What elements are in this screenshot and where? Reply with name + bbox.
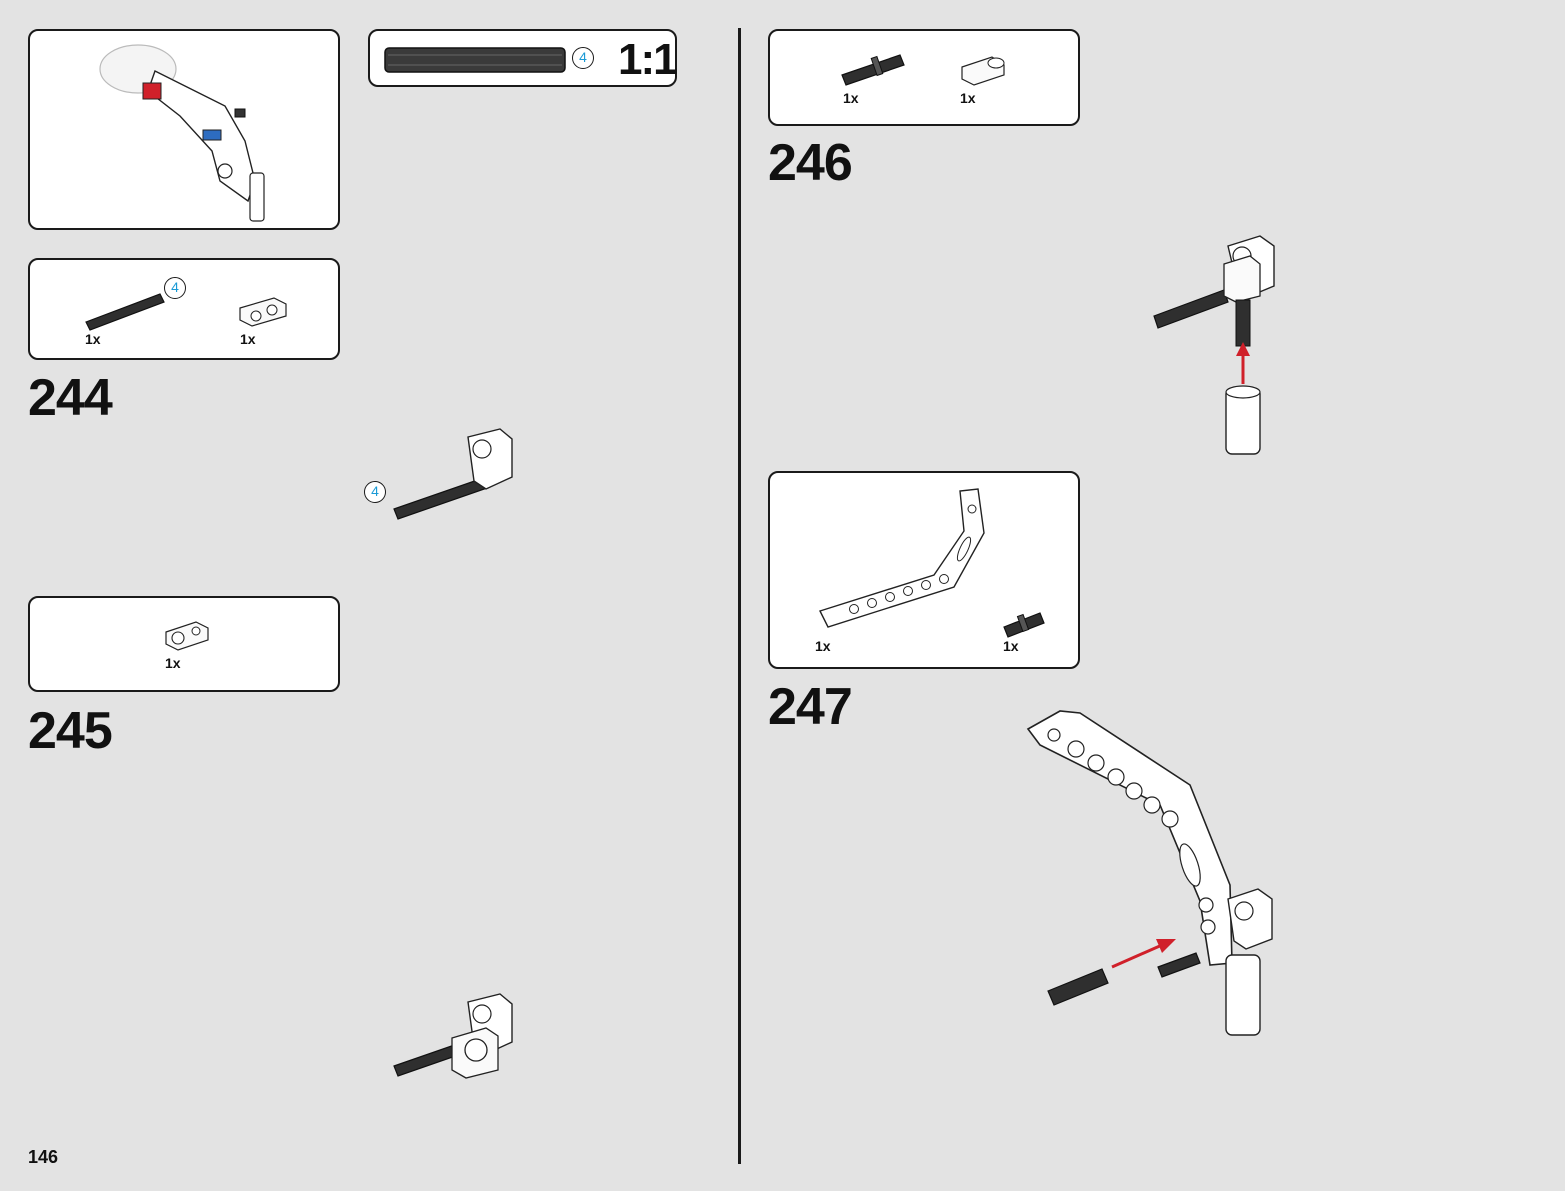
- step-247-parts-panel: 1x 1x: [768, 471, 1080, 669]
- callout-length-badge: 4: [364, 481, 386, 503]
- axle-pin-connector-icon: [239, 297, 287, 327]
- scale-indicator-box: 4 1:1: [368, 29, 678, 87]
- step-247-assembly-illustration: [1026, 710, 1273, 1036]
- step-244-parts-panel: 4 1x 1x: [28, 258, 340, 360]
- part-quantity: 1x: [85, 331, 101, 347]
- submodel-assembly-illustration: [99, 44, 265, 222]
- axle-length-badge: 4: [164, 277, 186, 299]
- scale-ratio: 1:1: [618, 35, 678, 84]
- pin-connector-round-icon: [961, 56, 1005, 86]
- step-number-247: 247: [768, 678, 853, 736]
- step-244-assembly-illustration: [393, 428, 513, 520]
- part-quantity: 1x: [815, 638, 831, 654]
- axle-length-4-icon: [85, 293, 165, 331]
- part-quantity: 1x: [960, 90, 976, 106]
- part-quantity: 1x: [165, 655, 181, 671]
- part-quantity: 1x: [240, 331, 256, 347]
- step-number-244: 244: [28, 369, 113, 427]
- part-quantity: 1x: [843, 90, 859, 106]
- step-245-assembly-illustration: [393, 993, 513, 1079]
- submodel-overview-panel: [28, 29, 340, 230]
- part-quantity: 1x: [1003, 638, 1019, 654]
- cross-block-icon: [165, 621, 209, 651]
- friction-pin-icon: [1003, 612, 1045, 638]
- step-246-assembly-illustration: [1153, 235, 1275, 455]
- scale-length-badge: 4: [572, 47, 594, 69]
- step-245-parts-panel: 1x: [28, 596, 340, 692]
- step-246-parts-panel: 1x 1x: [768, 29, 1080, 126]
- step-number-245: 245: [28, 702, 113, 760]
- axle-length-4-scale-icon: [384, 47, 566, 73]
- page-divider: [738, 28, 741, 1164]
- step-number-246: 246: [768, 134, 853, 192]
- axle-pin-icon: [841, 54, 905, 86]
- angled-beam-icon: [819, 488, 985, 628]
- page-number: 146: [28, 1147, 59, 1167]
